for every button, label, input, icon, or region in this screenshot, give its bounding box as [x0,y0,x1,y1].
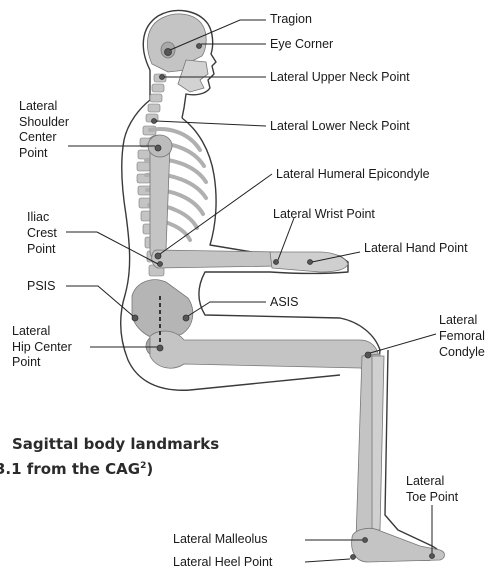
label-iliac-crest: Iliac Crest Point [27,209,57,257]
label-hand-point: Lateral Hand Point [364,241,468,255]
thigh-bone [150,331,378,369]
lower-neck-point [152,119,157,124]
femoral-leader [370,334,436,353]
shoulder-center-point [155,145,161,151]
hip-center-point [157,345,163,351]
eye-corner-point [197,44,202,49]
label-lower-neck: Lateral Lower Neck Point [270,119,410,133]
label-tragion: Tragion [270,12,312,26]
label-femoral-condyle: Lateral Femoral Condyle [439,312,485,360]
caption-line-2-main: 3.1 from the CAG [0,460,140,478]
hand-point [308,260,313,265]
arm-bones [148,135,348,272]
caption-line-1: Sagittal body landmarks [12,435,219,454]
caption-line-2: 3.1 from the CAG2) [0,457,153,479]
label-malleolus: Lateral Malleolus [173,532,268,546]
wrist-point [274,260,279,265]
shin-bones [356,354,384,540]
malleolus-point [363,538,368,543]
toe-point [430,554,435,559]
label-shoulder-center: Lateral Shoulder Center Point [19,99,69,161]
iliac-crest-dot [158,262,163,267]
label-upper-neck: Lateral Upper Neck Point [270,70,410,84]
lower-neck-leader [156,121,266,126]
upper-neck-point [160,75,165,80]
label-asis: ASIS [270,295,299,309]
label-toe-point: Lateral Toe Point [406,474,458,505]
label-hip-center: Lateral Hip Center Point [12,324,72,371]
label-humeral-epicondyle: Lateral Humeral Epicondyle [276,167,430,181]
chest-outline [182,118,439,560]
label-psis: PSIS [27,279,56,293]
label-heel-point: Lateral Heel Point [173,555,272,569]
label-wrist-point: Lateral Wrist Point [273,207,375,221]
caption-line-2-end: ) [146,460,153,478]
heel-point [351,555,356,560]
heel-leader [305,559,350,562]
label-eye-corner: Eye Corner [270,37,333,51]
